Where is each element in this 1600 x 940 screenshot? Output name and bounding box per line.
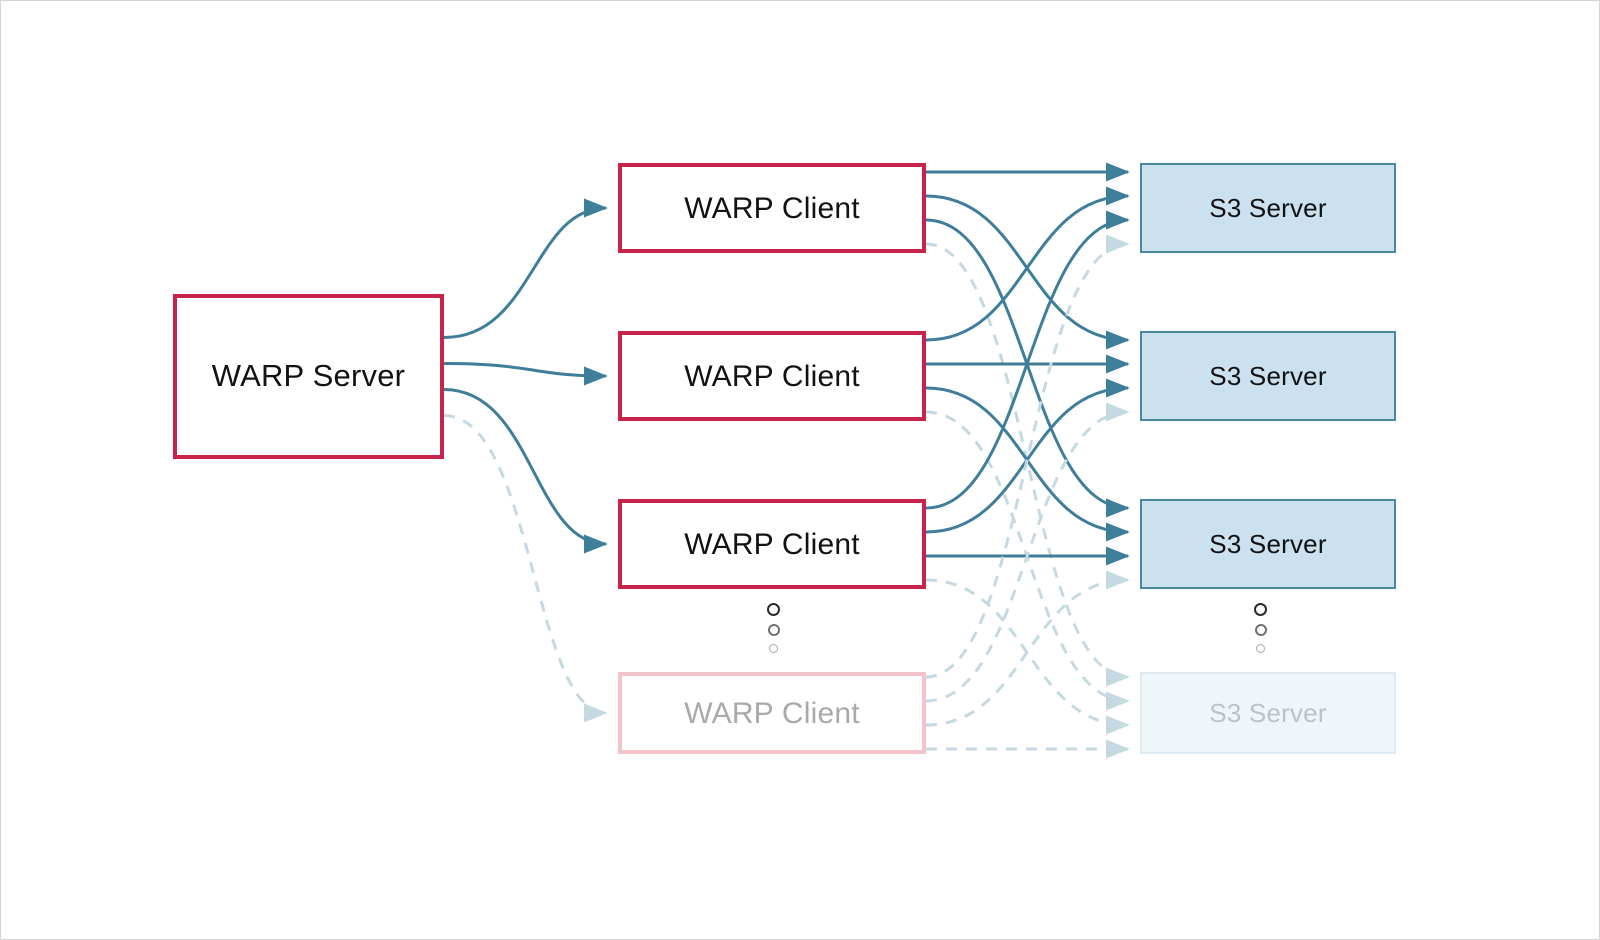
node-warp-client-1[interactable]: WARP Client [618, 163, 926, 253]
node-warp-client-2[interactable]: WARP Client [618, 331, 926, 421]
edge-server-to-client-4 [443, 414, 608, 723]
edge-client-2-to-s3-4 [925, 410, 1130, 711]
node-s3-server-1[interactable]: S3 Server [1140, 163, 1396, 253]
edge-client-3-to-s3-2 [925, 378, 1130, 534]
ellipsis-dot-2 [767, 624, 780, 636]
node-warp-client-4[interactable]: WARP Client [618, 672, 926, 754]
node-warp-client-2-label: WARP Client [684, 359, 860, 393]
node-warp-client-1-label: WARP Client [684, 191, 860, 225]
edge-server-to-client-2 [443, 362, 608, 386]
edge-client-1-to-s3-2 [925, 194, 1130, 350]
edge-client-4-to-s3-3 [925, 570, 1130, 727]
clients-ellipsis-icon [767, 603, 780, 653]
node-s3-server-2-label: S3 Server [1209, 360, 1327, 391]
node-warp-server[interactable]: WARP Server [173, 294, 444, 459]
ellipsis-dot-1 [1254, 603, 1267, 616]
edge-client-2-to-s3-3 [925, 386, 1130, 542]
ellipsis-dot-2 [1254, 624, 1267, 636]
edges [443, 162, 1130, 759]
node-warp-client-3-label: WARP Client [684, 527, 860, 561]
edge-client-4-to-s3-2 [925, 402, 1130, 703]
edge-client-3-to-s3-1 [925, 210, 1130, 510]
edge-client-3-to-s3-4 [925, 578, 1130, 735]
edge-client-1-to-s3-4 [925, 242, 1130, 687]
node-s3-server-2[interactable]: S3 Server [1140, 331, 1396, 421]
s3-ellipsis-icon [1254, 603, 1267, 653]
edge-client-1-to-s3-3 [925, 218, 1130, 518]
node-warp-server-label: WARP Server [211, 358, 406, 394]
edge-client-4-to-s3-1 [925, 234, 1130, 679]
ellipsis-dot-3 [769, 644, 778, 653]
node-s3-server-1-label: S3 Server [1209, 192, 1327, 223]
edge-server-to-client-1 [443, 198, 608, 339]
edge-client-2-to-s3-1 [925, 186, 1130, 342]
node-s3-server-3-label: S3 Server [1209, 528, 1327, 559]
edge-server-to-client-3 [443, 388, 608, 554]
node-s3-server-4-label: S3 Server [1209, 697, 1327, 728]
node-warp-client-3[interactable]: WARP Client [618, 499, 926, 589]
node-s3-server-4[interactable]: S3 Server [1140, 672, 1396, 754]
node-warp-client-4-label: WARP Client [684, 696, 860, 730]
ellipsis-dot-1 [767, 603, 780, 616]
node-s3-server-3[interactable]: S3 Server [1140, 499, 1396, 589]
ellipsis-dot-3 [1256, 644, 1265, 653]
